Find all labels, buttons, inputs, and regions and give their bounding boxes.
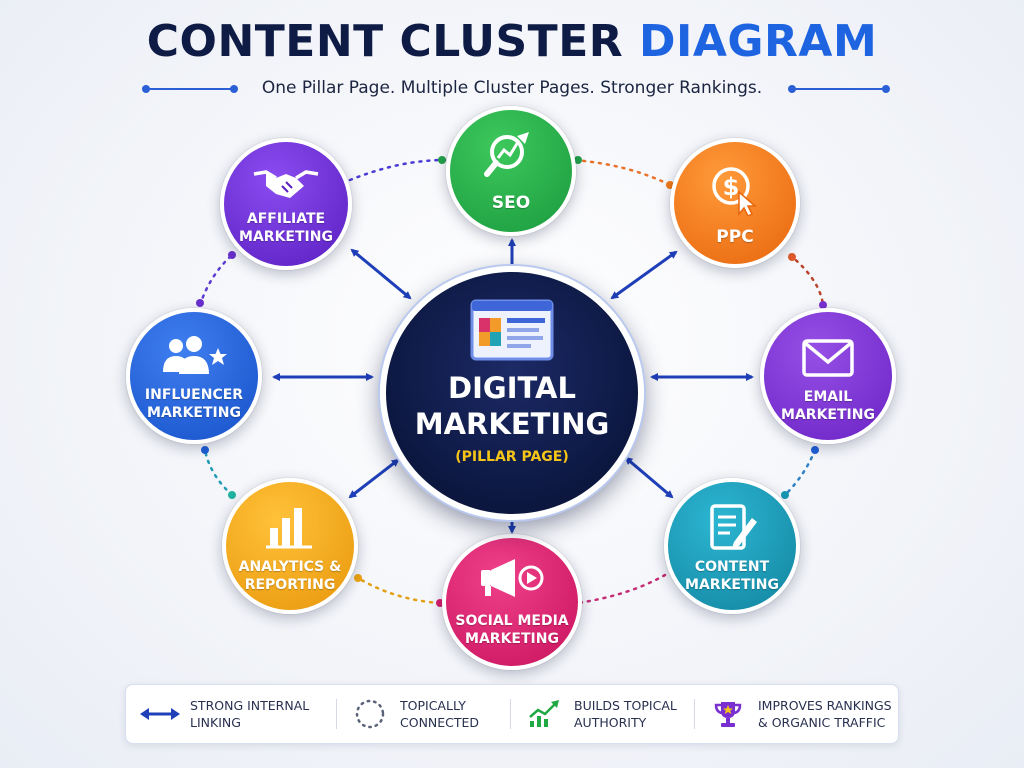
ring-dot <box>438 156 446 164</box>
legend-bar: STRONG INTERNAL LINKING TOPICALLY CONNEC… <box>125 684 899 744</box>
cluster-node-ppc: $ PPC <box>670 138 800 268</box>
web-page-icon <box>386 298 638 362</box>
cluster-label-ppc: PPC <box>716 227 754 247</box>
cluster-node-seo: SEO <box>446 106 576 236</box>
cluster-node-content: CONTENT MARKETING <box>664 478 800 614</box>
cluster-label-social: SOCIAL MEDIA MARKETING <box>455 613 569 647</box>
cluster-label-content: CONTENT MARKETING <box>685 559 779 593</box>
arrow-pillar-affiliate <box>350 248 412 300</box>
svg-text:$: $ <box>723 173 740 201</box>
dotted-circle-icon <box>350 697 390 731</box>
cluster-label-seo: SEO <box>491 193 531 213</box>
arrow-pillar-ppc <box>610 250 678 300</box>
cluster-label-email: EMAIL MARKETING <box>781 389 875 423</box>
cluster-node-analytics: ANALYTICS & REPORTING <box>222 478 358 614</box>
cluster-node-social: SOCIAL MEDIA MARKETING <box>442 534 582 670</box>
legend-divider <box>336 699 337 729</box>
pillar-subtitle: (PILLAR PAGE) <box>455 449 569 465</box>
arrow-pillar-content <box>624 456 674 499</box>
double-arrow-icon <box>140 706 180 722</box>
ring-dot <box>201 446 209 454</box>
ring-segment-affiliate-seo <box>348 158 447 182</box>
ring-segment-content-social <box>576 573 667 605</box>
cluster-node-email: EMAIL MARKETING <box>760 308 896 444</box>
ring-segment-influencer-affiliate <box>198 253 234 307</box>
document-pen-icon <box>668 502 796 554</box>
subtitle-left-rule <box>142 85 238 93</box>
cluster-node-affiliate: AFFILIATE MARKETING <box>220 138 352 270</box>
handshake-icon <box>224 164 348 204</box>
ring-dot <box>196 299 204 307</box>
subtitle: One Pillar Page. Multiple Cluster Pages.… <box>261 78 763 98</box>
ring-dot <box>819 301 827 309</box>
title-part-1: CONTENT CLUSTER <box>146 16 624 67</box>
ring-segment-email-content <box>783 448 817 497</box>
legend-item-authority: BUILDS TOPICAL AUTHORITY <box>524 685 677 743</box>
people-star-icon <box>130 334 258 378</box>
cluster-node-influencer: INFLUENCER MARKETING <box>126 308 262 444</box>
legend-item-connected: TOPICALLY CONNECTED <box>350 685 479 743</box>
growth-chart-icon <box>524 699 564 729</box>
ring-segment-ppc-email <box>788 253 825 307</box>
arrow-pillar-analytics <box>348 458 400 499</box>
legend-label-rankings: IMPROVES RANKINGS & ORGANIC TRAFFIC <box>758 698 892 730</box>
ring-dot <box>228 251 236 259</box>
legend-divider <box>510 699 511 729</box>
seo-analytics-icon <box>450 128 572 180</box>
dollar-click-icon: $ <box>674 164 796 216</box>
topical-connection-ring <box>198 158 825 605</box>
bar-chart-icon <box>226 500 354 550</box>
cluster-label-affiliate: AFFILIATE MARKETING <box>239 211 333 245</box>
cluster-label-analytics: ANALYTICS & REPORTING <box>238 559 342 593</box>
subtitle-row: One Pillar Page. Multiple Cluster Pages.… <box>0 73 1024 103</box>
legend-item-rankings: IMPROVES RANKINGS & ORGANIC TRAFFIC <box>708 685 892 743</box>
legend-label-linking: STRONG INTERNAL LINKING <box>190 698 310 730</box>
ring-dot <box>354 574 362 582</box>
title-part-2: DIAGRAM <box>638 16 878 67</box>
megaphone-icon <box>446 556 578 600</box>
ring-dot <box>574 156 582 164</box>
pillar-node: DIGITAL MARKETING (PILLAR PAGE) <box>380 266 644 520</box>
ring-segment-seo-ppc <box>573 158 672 187</box>
subtitle-right-rule <box>788 85 890 93</box>
trophy-icon <box>708 699 748 729</box>
internal-link-arrows <box>272 238 754 534</box>
legend-label-connected: TOPICALLY CONNECTED <box>400 698 480 730</box>
envelope-icon <box>764 338 892 378</box>
ring-dot <box>811 446 819 454</box>
ring-dot <box>788 253 796 261</box>
legend-label-authority: BUILDS TOPICAL AUTHORITY <box>574 698 677 730</box>
ring-segment-social-analytics <box>356 576 442 605</box>
ring-dot <box>781 491 789 499</box>
pillar-title: DIGITAL MARKETING <box>414 371 610 441</box>
legend-item-linking: STRONG INTERNAL LINKING <box>140 685 309 743</box>
ring-dot <box>228 491 236 499</box>
ring-segment-analytics-influencer <box>203 448 234 497</box>
page-title: CONTENT CLUSTER DIAGRAM <box>0 12 1024 72</box>
legend-divider <box>694 699 695 729</box>
cluster-label-influencer: INFLUENCER MARKETING <box>144 387 244 421</box>
